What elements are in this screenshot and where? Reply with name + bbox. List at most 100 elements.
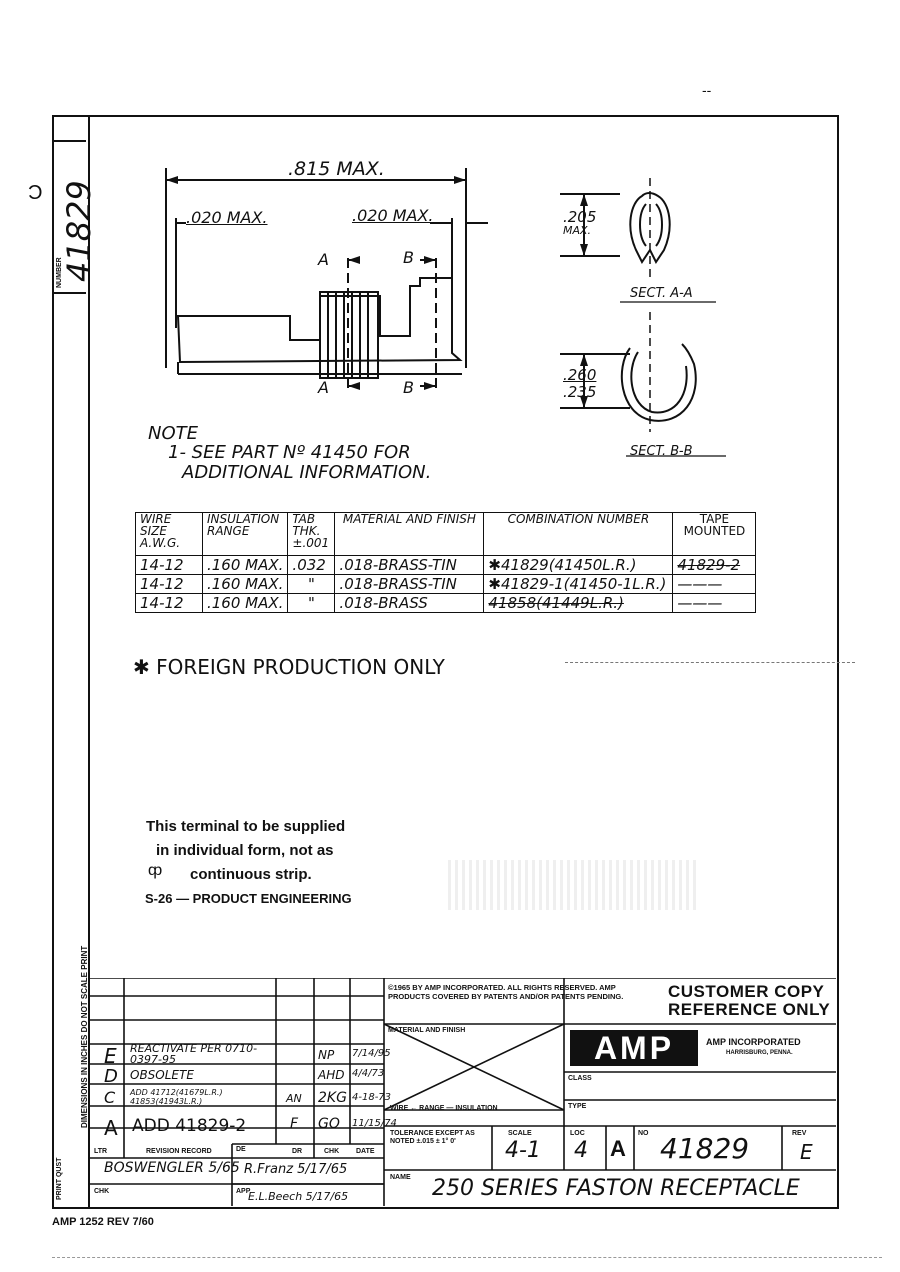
cell-tape: 41829-2 bbox=[672, 555, 757, 575]
rev-d-record: OBSOLETE bbox=[130, 1068, 194, 1082]
table-row: 14-12 .160 MAX. " .018-BRASS-TIN ✱41829-… bbox=[135, 574, 757, 594]
cell-tape: ——— bbox=[672, 593, 757, 613]
side-left-mark: Ɔ bbox=[28, 182, 43, 204]
cell-thk: " bbox=[287, 593, 336, 613]
rev-c-date: 4-18-73 bbox=[352, 1092, 392, 1103]
rev-a-ltr: A bbox=[104, 1116, 118, 1140]
class-label: CLASS bbox=[568, 1075, 592, 1082]
dim-height-bb-bottom: .235 bbox=[563, 383, 597, 401]
copyright-notice: ©1965 BY AMP INCORPORATED. ALL RIGHTS RE… bbox=[388, 983, 624, 1001]
number-box bbox=[54, 140, 86, 294]
sect-aa-label: SECT. A-A bbox=[630, 286, 693, 301]
app-label: APP bbox=[236, 1188, 251, 1195]
rev-c-ltr: C bbox=[104, 1088, 116, 1107]
cell-insulation: .160 MAX. bbox=[201, 593, 289, 613]
dim-left-gap: .020 MAX. bbox=[186, 208, 268, 227]
rev-a-date: 11/15/74 bbox=[352, 1118, 397, 1129]
dim-height-aa: .205 bbox=[563, 208, 597, 226]
hdr-tape: TAPE MOUNTED bbox=[672, 512, 757, 556]
supply-note-mark: ȹ bbox=[148, 862, 163, 879]
print-label: PRINT QUST bbox=[56, 1157, 63, 1200]
table-row: 14-12 .160 MAX. " .018-BRASS 41858(41449… bbox=[135, 593, 757, 613]
rev-c-chk: 2KG bbox=[318, 1090, 347, 1106]
note-line-1: 1- SEE PART Nº 41450 FOR bbox=[168, 442, 411, 463]
cell-material: .018-BRASS-TIN bbox=[334, 574, 485, 594]
rev-header-record: REVISION RECORD bbox=[146, 1148, 212, 1155]
rev-e-chk: NP bbox=[318, 1048, 335, 1062]
title-block-grid bbox=[88, 978, 836, 1206]
amp-logo: AMP bbox=[570, 1030, 698, 1066]
cell-combination: 41858(41449L.R.) bbox=[483, 593, 674, 613]
top-mark: -- bbox=[702, 82, 712, 98]
cell-insulation: .160 MAX. bbox=[201, 555, 289, 575]
section-a-top: A bbox=[318, 250, 329, 269]
margin-dash-line bbox=[565, 662, 855, 663]
supply-note-line-1: This terminal to be supplied bbox=[146, 818, 346, 835]
cell-material: .018-BRASS bbox=[334, 593, 485, 613]
bottom-dash-line bbox=[52, 1257, 882, 1258]
section-aa-profile bbox=[629, 192, 671, 264]
rev-header-ltr: LTR bbox=[94, 1148, 108, 1155]
rev-a-dr: F bbox=[290, 1116, 299, 1132]
de-label: DE bbox=[236, 1146, 246, 1153]
cell-tape: ——— bbox=[672, 574, 757, 594]
loc-value: 4 bbox=[574, 1138, 588, 1163]
amp-logo-text: AMP bbox=[593, 1030, 675, 1066]
cell-material: .018-BRASS-TIN bbox=[334, 555, 485, 575]
rev-value: E bbox=[800, 1140, 813, 1164]
form-number: AMP 1252 REV 7/60 bbox=[52, 1216, 154, 1228]
section-b-bottom: B bbox=[403, 378, 414, 397]
dim-overall: .815 MAX. bbox=[288, 158, 385, 180]
cell-combination: ✱41829(41450L.R.) bbox=[483, 555, 674, 575]
cell-wire: 14-12 bbox=[135, 555, 203, 575]
cell-insulation: .160 MAX. bbox=[201, 574, 289, 594]
customer-copy: CUSTOMER COPY bbox=[668, 982, 825, 1001]
hdr-wire-size: WIRE SIZE A.W.G. bbox=[135, 512, 203, 556]
rev-header-dr: DR bbox=[292, 1148, 303, 1155]
section-b-top: B bbox=[403, 248, 414, 267]
drawn-by: BOSWENGLER 5/65 bbox=[104, 1160, 240, 1176]
de-name: R.Franz 5/17/65 bbox=[244, 1162, 348, 1177]
hdr-tab-thk: TAB THK. ±.001 bbox=[287, 512, 336, 556]
rev-d-date: 4/4/73 bbox=[352, 1068, 385, 1079]
type-label: TYPE bbox=[568, 1103, 587, 1110]
terminal-drawing bbox=[165, 168, 726, 457]
wire-range-label: WIRE ← RANGE — INSULATION bbox=[390, 1105, 498, 1112]
section-bb-profile bbox=[620, 343, 697, 422]
no-label: NO bbox=[638, 1130, 649, 1137]
amp-city: HARRISBURG, PENNA. bbox=[726, 1050, 793, 1056]
chk-label: CHK bbox=[94, 1188, 110, 1195]
app-name: E.L.Beech 5/17/65 bbox=[248, 1190, 349, 1203]
reference-only: REFERENCE ONLY bbox=[668, 1000, 831, 1019]
rev-a-chk: GO bbox=[318, 1116, 340, 1132]
rev-e-ltr: E bbox=[104, 1044, 117, 1068]
amp-inc: AMP INCORPORATED bbox=[706, 1037, 801, 1047]
size-letter: A bbox=[610, 1136, 626, 1161]
rev-header-chk: CHK bbox=[324, 1148, 340, 1155]
terminal-body bbox=[176, 277, 463, 364]
tolerance-label: TOLERANCE EXCEPT AS NOTED ±.015 ± 1° 0' bbox=[390, 1130, 475, 1145]
supply-note-line-2: in individual form, not as bbox=[156, 842, 334, 859]
supply-note-line-3: continuous strip. bbox=[190, 866, 312, 883]
foreign-production-note: ✱ FOREIGN PRODUCTION ONLY bbox=[133, 655, 445, 679]
side-strip bbox=[52, 115, 90, 1207]
scale-label: SCALE bbox=[508, 1130, 532, 1137]
section-a-bottom: A bbox=[318, 378, 329, 397]
rev-header-date: DATE bbox=[356, 1148, 375, 1155]
supply-note-line-4: S-26 — PRODUCT ENGINEERING bbox=[145, 891, 352, 906]
cell-wire: 14-12 bbox=[135, 593, 203, 613]
rev-e-date: 7/14/95 bbox=[352, 1048, 391, 1059]
rev-d-chk: AHD bbox=[318, 1068, 345, 1082]
cell-thk: " bbox=[287, 574, 336, 594]
hdr-insulation: INSULATION RANGE bbox=[201, 512, 289, 556]
hdr-material: MATERIAL AND FINISH bbox=[334, 512, 485, 556]
part-name: 250 SERIES FASTON RECEPTACLE bbox=[432, 1176, 800, 1201]
note-line-2: ADDITIONAL INFORMATION. bbox=[182, 462, 432, 483]
loc-label: LOC bbox=[570, 1130, 585, 1137]
rev-a-record: ADD 41829-2 bbox=[132, 1116, 247, 1136]
cell-thk: .032 bbox=[287, 555, 336, 575]
name-label: NAME bbox=[390, 1174, 411, 1181]
rev-c-dr: AN bbox=[286, 1092, 302, 1105]
rev-d-ltr: D bbox=[104, 1066, 118, 1087]
hdr-combination: COMBINATION NUMBER bbox=[483, 512, 674, 556]
